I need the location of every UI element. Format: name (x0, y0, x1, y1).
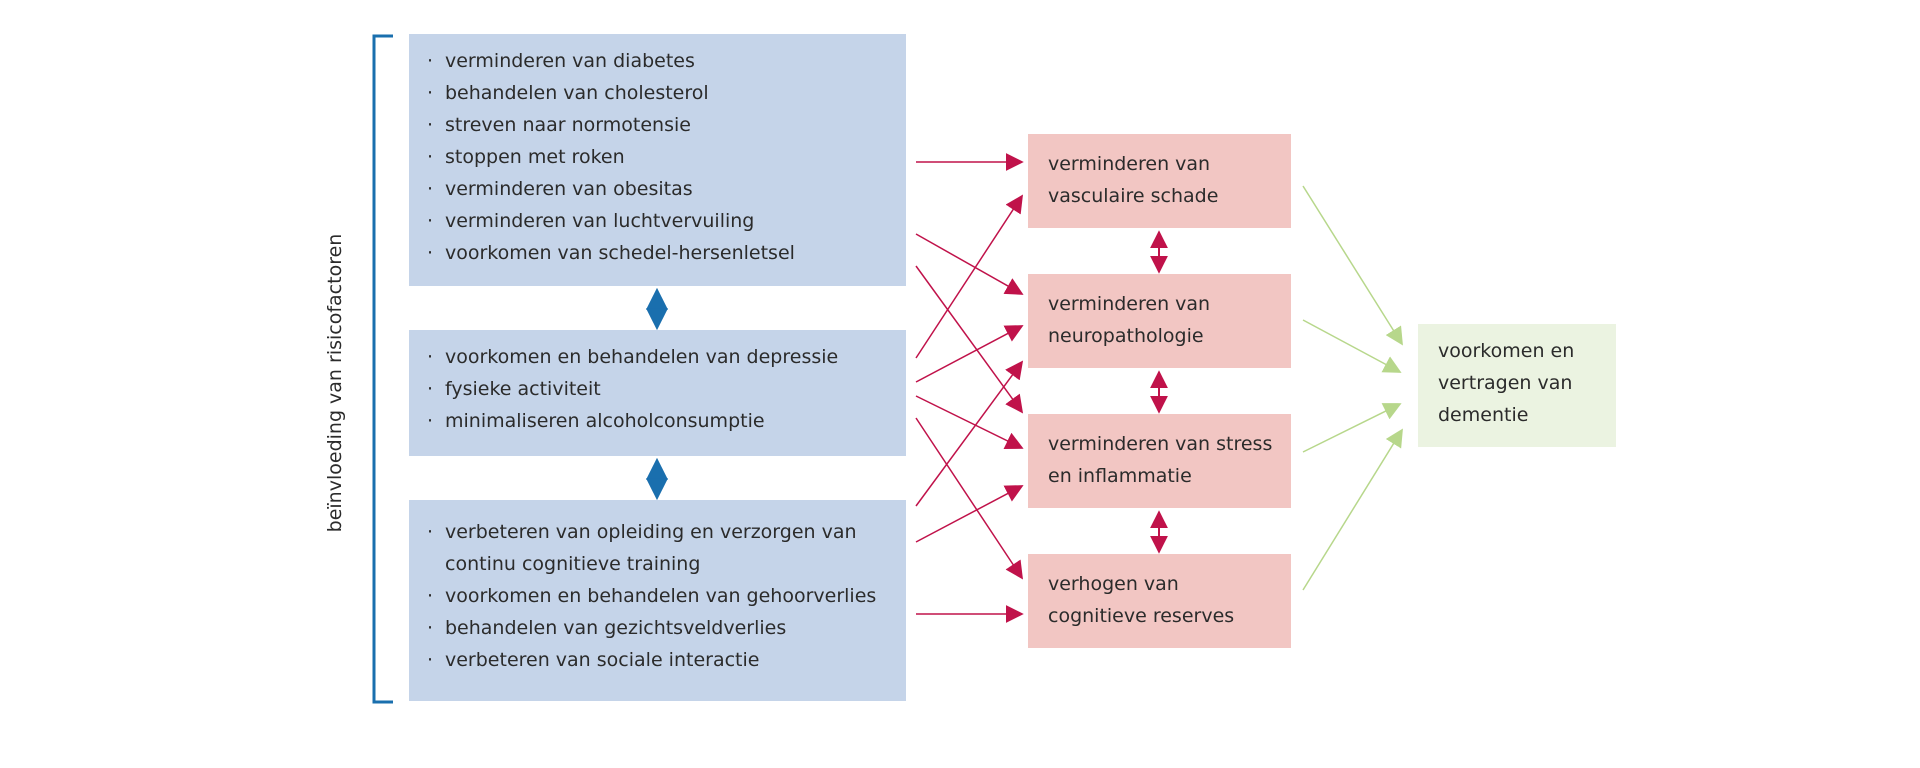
risk-factor-box-2: voorkomen en behandelen van depressiefys… (409, 330, 906, 456)
risk-factor-item: fysieke activiteit (427, 373, 906, 405)
risk-factor-item: streven naar normotensie (427, 109, 906, 141)
red-arrow (915, 194, 1023, 359)
mechanism-label: verhogen van cognitieve reserves (1048, 573, 1235, 627)
green-arrow (1302, 185, 1403, 346)
mechanism-box-neuropathology: verminderen van neuropathologie (1028, 274, 1291, 368)
risk-factor-item: verbeteren van opleiding en verzorgen va… (427, 516, 906, 580)
risk-factor-item: verminderen van luchtvervuiling (427, 205, 906, 237)
risk-factor-item: voorkomen en behandelen van gehoorverlie… (427, 580, 906, 612)
risk-factor-box-3: verbeteren van opleiding en verzorgen va… (409, 500, 906, 701)
red-arrow (915, 417, 1023, 580)
risk-factor-box-1: verminderen van diabetesbehandelen van c… (409, 34, 906, 286)
risk-factor-list-1: verminderen van diabetesbehandelen van c… (427, 45, 906, 269)
green-arrow (1302, 428, 1403, 591)
red-arrow (915, 233, 1024, 295)
green-arrow (1302, 319, 1402, 373)
risk-factor-bracket (372, 34, 393, 704)
mechanism-label: verminderen van neuropathologie (1048, 293, 1211, 347)
red-arrow (915, 325, 1024, 383)
green-arrow (1302, 403, 1402, 453)
red-arrow (915, 265, 1024, 414)
mechanism-label: verminderen van vasculaire schade (1048, 153, 1219, 207)
risk-factor-list-3: verbeteren van opleiding en verzorgen va… (427, 516, 906, 676)
red-arrow (915, 395, 1024, 449)
risk-factor-item: voorkomen van schedel-hersenletsel (427, 237, 906, 269)
risk-factor-item: stoppen met roken (427, 141, 906, 173)
risk-factor-item: verminderen van diabetes (427, 45, 906, 77)
risk-factor-item: behandelen van cholesterol (427, 77, 906, 109)
risk-factor-item: minimaliseren alcoholconsumptie (427, 405, 906, 437)
risk-factor-item: voorkomen en behandelen van depressie (427, 341, 906, 373)
risk-factor-item: verbeteren van sociale interactie (427, 644, 906, 676)
outcome-box: voorkomen en vertragen van dementie (1418, 324, 1616, 447)
mechanism-box-cognitive: verhogen van cognitieve reserves (1028, 554, 1291, 648)
risk-factor-item: verminderen van obesitas (427, 173, 906, 205)
mechanism-label: verminderen van stress en inflammatie (1048, 433, 1273, 487)
red-arrow (915, 485, 1024, 543)
outcome-label: voorkomen en vertragen van dementie (1438, 340, 1575, 426)
risk-factor-list-2: voorkomen en behandelen van depressiefys… (427, 341, 906, 437)
mechanism-box-vascular: verminderen van vasculaire schade (1028, 134, 1291, 228)
risk-factor-item: behandelen van gezichtsveldverlies (427, 612, 906, 644)
mechanism-box-stress: verminderen van stress en inflammatie (1028, 414, 1291, 508)
red-arrow (915, 360, 1024, 507)
